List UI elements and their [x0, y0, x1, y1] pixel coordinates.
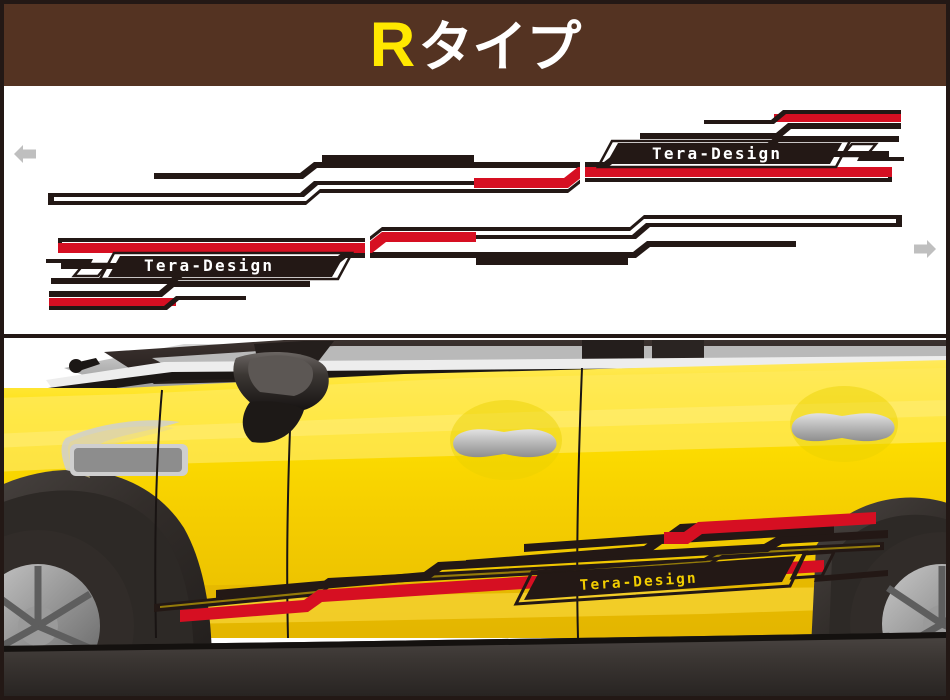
side-mirror [233, 352, 329, 443]
rear-door-handle [790, 386, 898, 462]
decal-artwork: Tera-Design [4, 86, 946, 334]
arrow-left-icon[interactable] [12, 141, 38, 167]
rocker-panel [4, 632, 946, 696]
header-bar: R タイプ [0, 0, 950, 86]
top-decal-graphic: Tera-Design [48, 110, 904, 205]
applied-stripe-decal: Tera-Design [154, 512, 888, 622]
car-decal-brand-text: Tera-Design [579, 571, 698, 594]
page-title: R タイプ [369, 9, 582, 80]
decal-brand-text-bottom: Tera-Design [144, 256, 274, 275]
bottom-decal-graphic [46, 215, 902, 310]
page-title-rest: タイプ [418, 14, 581, 79]
decal-artwork-panel: Tera-Design [0, 86, 950, 334]
car-illustration: Tera-Design [4, 338, 946, 696]
arrow-right-icon[interactable] [912, 236, 938, 262]
front-door-handle [450, 400, 562, 480]
car-preview-panel: Tera-Design [0, 334, 950, 700]
decal-brand-text-top: Tera-Design [652, 144, 782, 163]
page-title-accent: R [369, 9, 415, 80]
rear-wheel-assembly [810, 497, 946, 696]
